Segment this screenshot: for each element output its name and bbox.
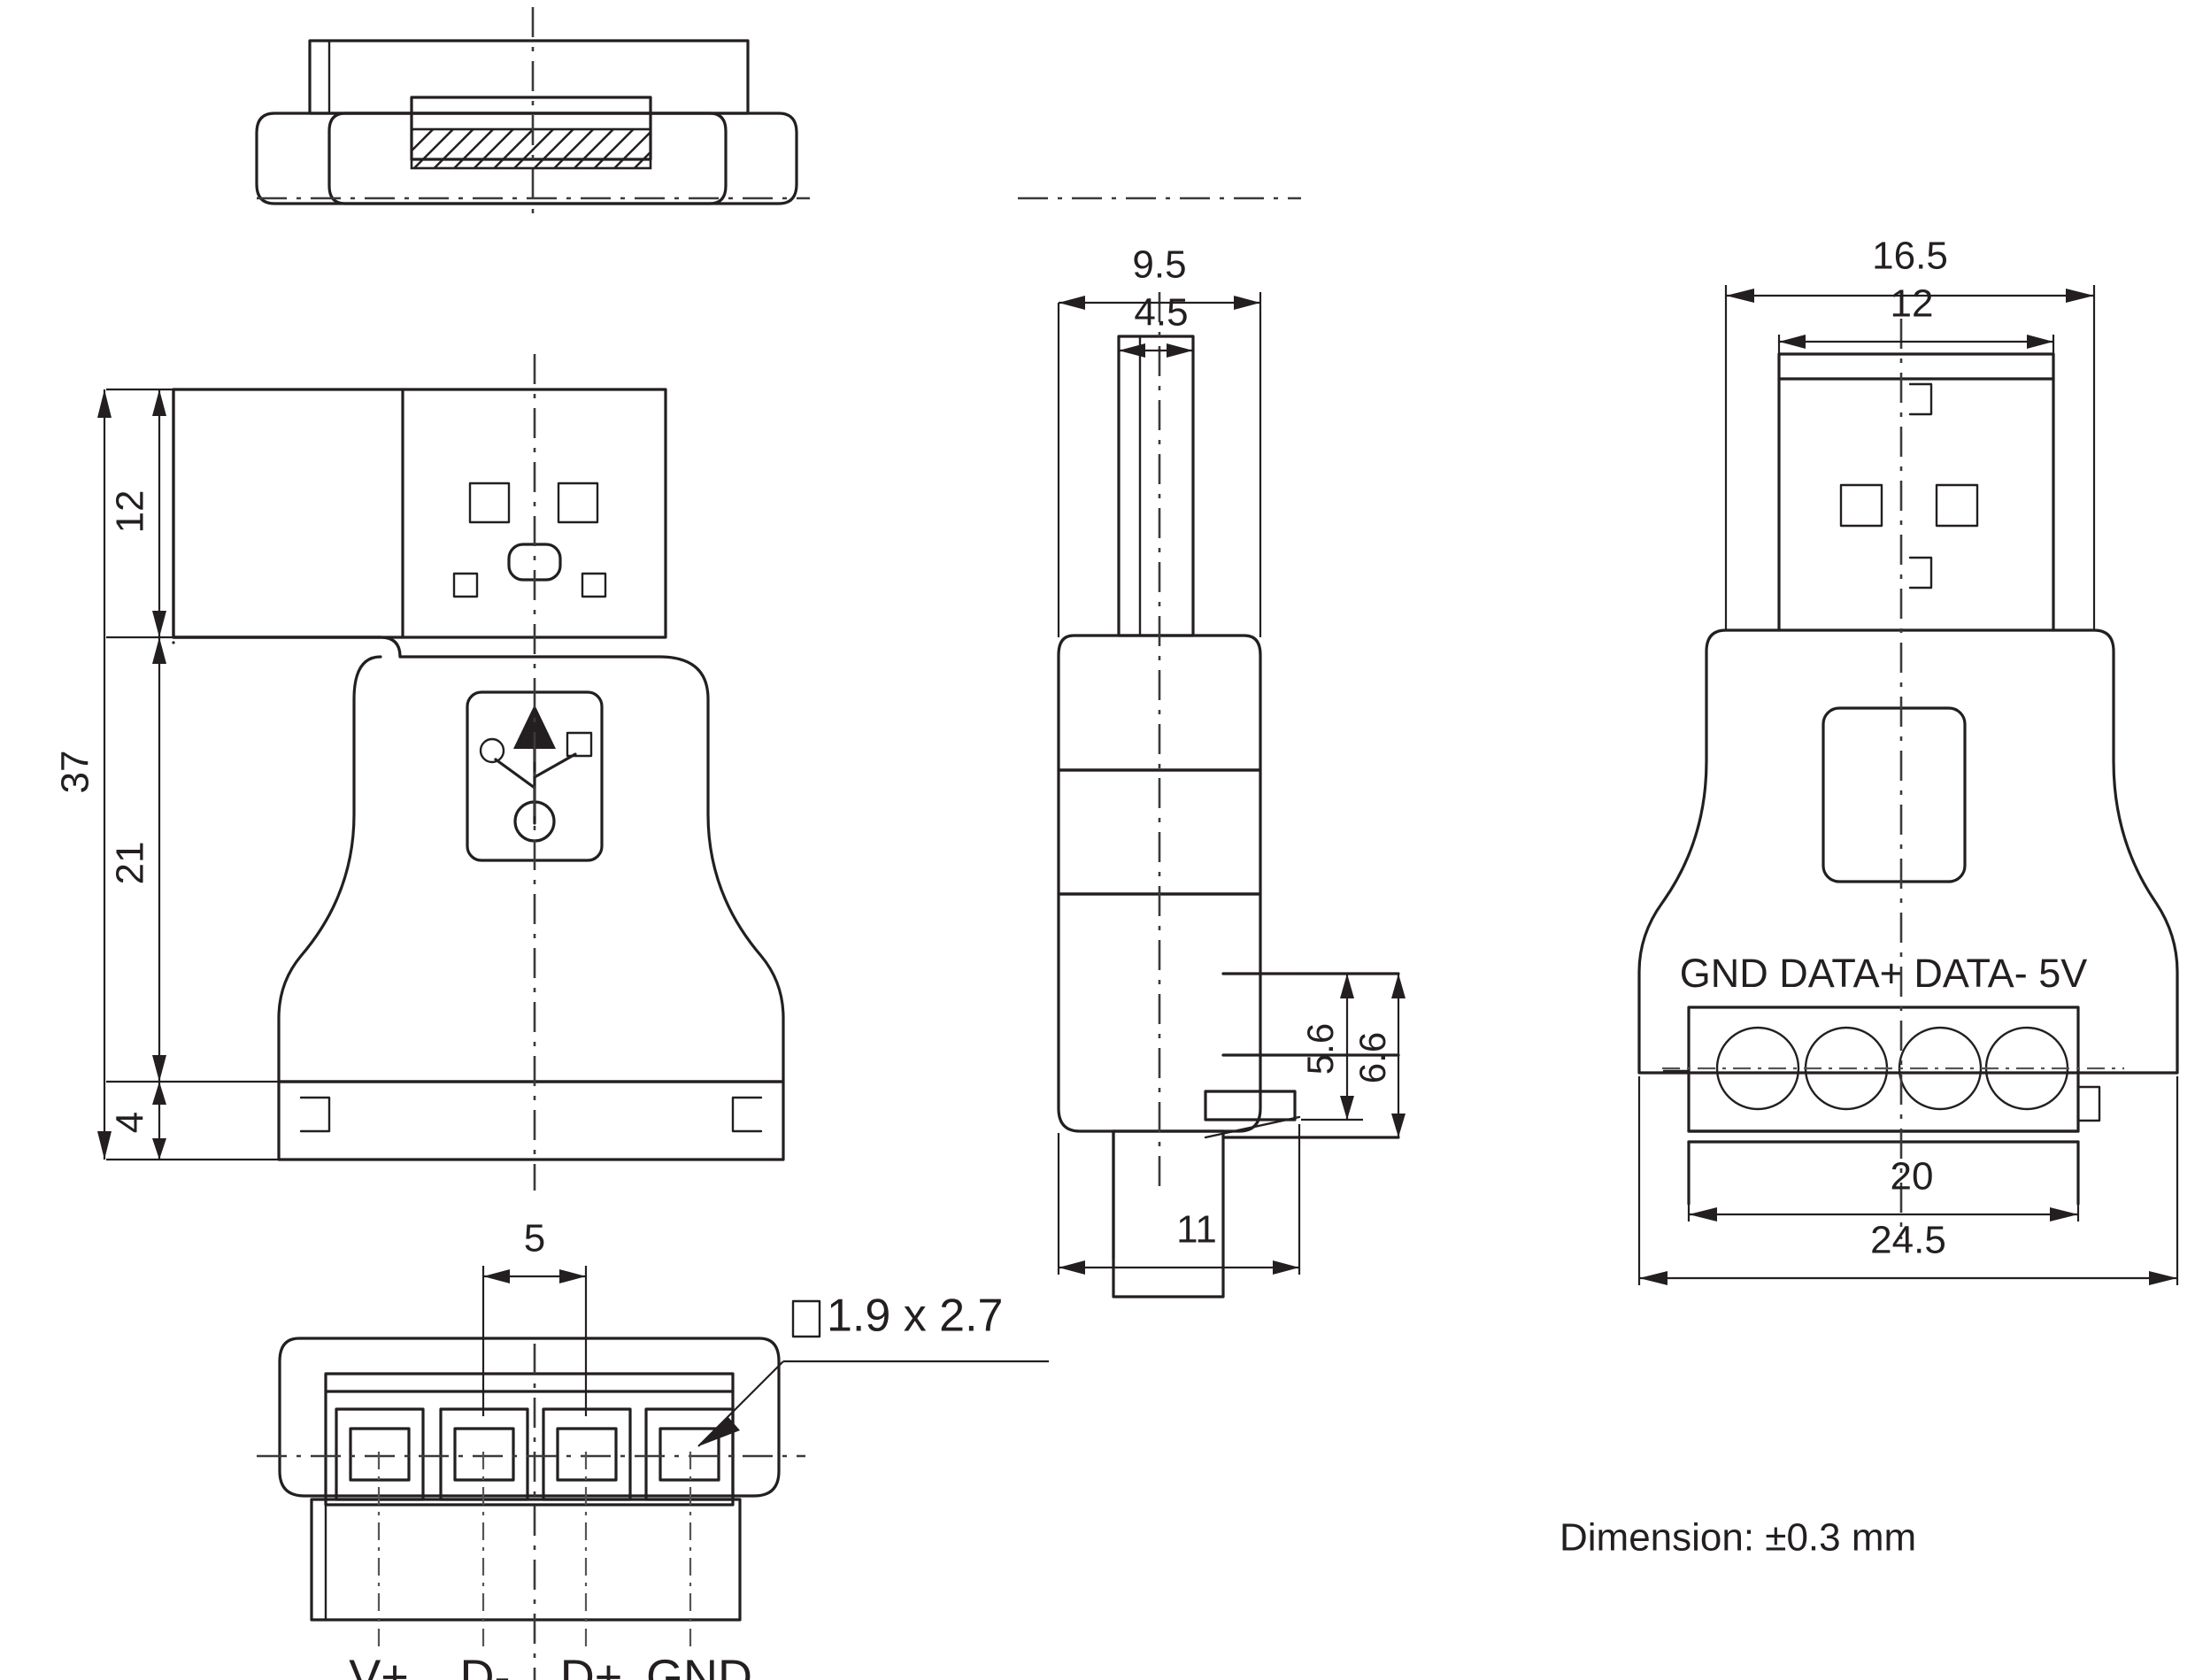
bottom-view-outer-shell <box>278 1337 781 1498</box>
side-view-screw-taper <box>1204 1115 1301 1139</box>
rear-view-dimensions: 16.5 12 20 24.5 <box>1637 235 2179 1285</box>
dim-terminal-height: 4 <box>109 1112 152 1133</box>
rear-view-label-plate <box>1821 706 1967 883</box>
dim-plug-height: 12 <box>109 490 152 534</box>
bottom-view-lower-body <box>310 1498 742 1622</box>
front-view-square-left <box>468 482 511 524</box>
dim-overall-height: 37 <box>54 751 97 794</box>
front-view-dimensions: 12 21 4 37 <box>54 388 279 1161</box>
front-view-body-outline <box>172 636 785 1083</box>
front-view-plug-shell <box>172 388 667 639</box>
square-symbol-icon <box>791 1299 821 1338</box>
pin-label-d-plus: D+ <box>560 1650 623 1680</box>
front-view-right-latch <box>731 1096 763 1133</box>
rear-view-group: GND DATA+ DATA- 5V <box>1637 319 2179 1239</box>
hole-size-callout: 1.9 x 2.7 <box>697 1291 1049 1447</box>
top-view-outer-shell <box>255 112 798 205</box>
top-view-tab <box>308 39 750 115</box>
top-view-inner-shell <box>327 112 728 205</box>
rear-view-notch-bottom <box>1908 556 1933 590</box>
top-view-group <box>255 7 810 221</box>
dim-terminal-depth: 11 <box>1176 1208 1217 1252</box>
pin-label-gnd: GND <box>646 1650 752 1680</box>
side-view-terminal-body <box>1112 1129 1225 1299</box>
front-view-terminal-block <box>277 1080 785 1161</box>
dim-screw-depth: 6.6 <box>1352 1032 1393 1083</box>
top-view-hatch-region <box>410 127 652 170</box>
dim-rear-plug-width: 12 <box>1891 282 1934 326</box>
callout-text: 1.9 x 2.7 <box>827 1291 1003 1342</box>
usb-trident-icon <box>479 705 593 843</box>
rear-view-square-left <box>1839 483 1883 528</box>
side-view-plug-blade <box>1117 335 1195 637</box>
dimension-tolerance-note: Dimension: ±0.3 mm <box>1560 1516 1916 1560</box>
dim-outer-width: 16.5 <box>1872 235 1948 278</box>
rear-view-pin-header-label: GND DATA+ DATA- 5V <box>1680 951 2087 996</box>
rear-view-hole-gnd <box>1715 1026 1800 1111</box>
rear-view-notch-top <box>1908 382 1933 416</box>
rear-view-right-latch <box>2076 1085 2101 1122</box>
bottom-view-group: V+ D- D+ GND <box>257 1337 805 1680</box>
front-view-group <box>172 354 785 1191</box>
side-view-dimensions: 9.5 4.5 5.6 6.6 11 <box>1057 243 1406 1275</box>
side-view-group <box>1018 197 1400 1299</box>
dim-body-height: 21 <box>109 842 152 885</box>
dim-plug-width: 4.5 <box>1134 291 1188 335</box>
pin-label-d-minus: D- <box>460 1650 511 1680</box>
bottom-view-dimensions: 5 <box>481 1217 588 1416</box>
rear-view-body-outline <box>1637 628 2179 1075</box>
front-view-square-right <box>557 482 599 524</box>
side-view-shell-lower <box>1057 892 1262 1133</box>
pin-label-v-plus: V+ <box>349 1650 409 1680</box>
side-view-screw-head <box>1204 1090 1297 1121</box>
bottom-view-terminal-frame <box>324 1372 735 1507</box>
dim-body-width: 9.5 <box>1132 243 1186 287</box>
rear-view-square-right <box>1935 483 1979 528</box>
dim-overall-width: 24.5 <box>1870 1219 1946 1262</box>
front-view-left-latch <box>299 1096 331 1133</box>
dim-terminal-block-width: 20 <box>1891 1155 1934 1198</box>
dim-screw-offset: 5.6 <box>1299 1023 1341 1075</box>
front-view-small-square-left <box>452 572 479 598</box>
front-view-small-square-right <box>581 572 607 598</box>
dim-pin-pitch: 5 <box>524 1217 545 1260</box>
